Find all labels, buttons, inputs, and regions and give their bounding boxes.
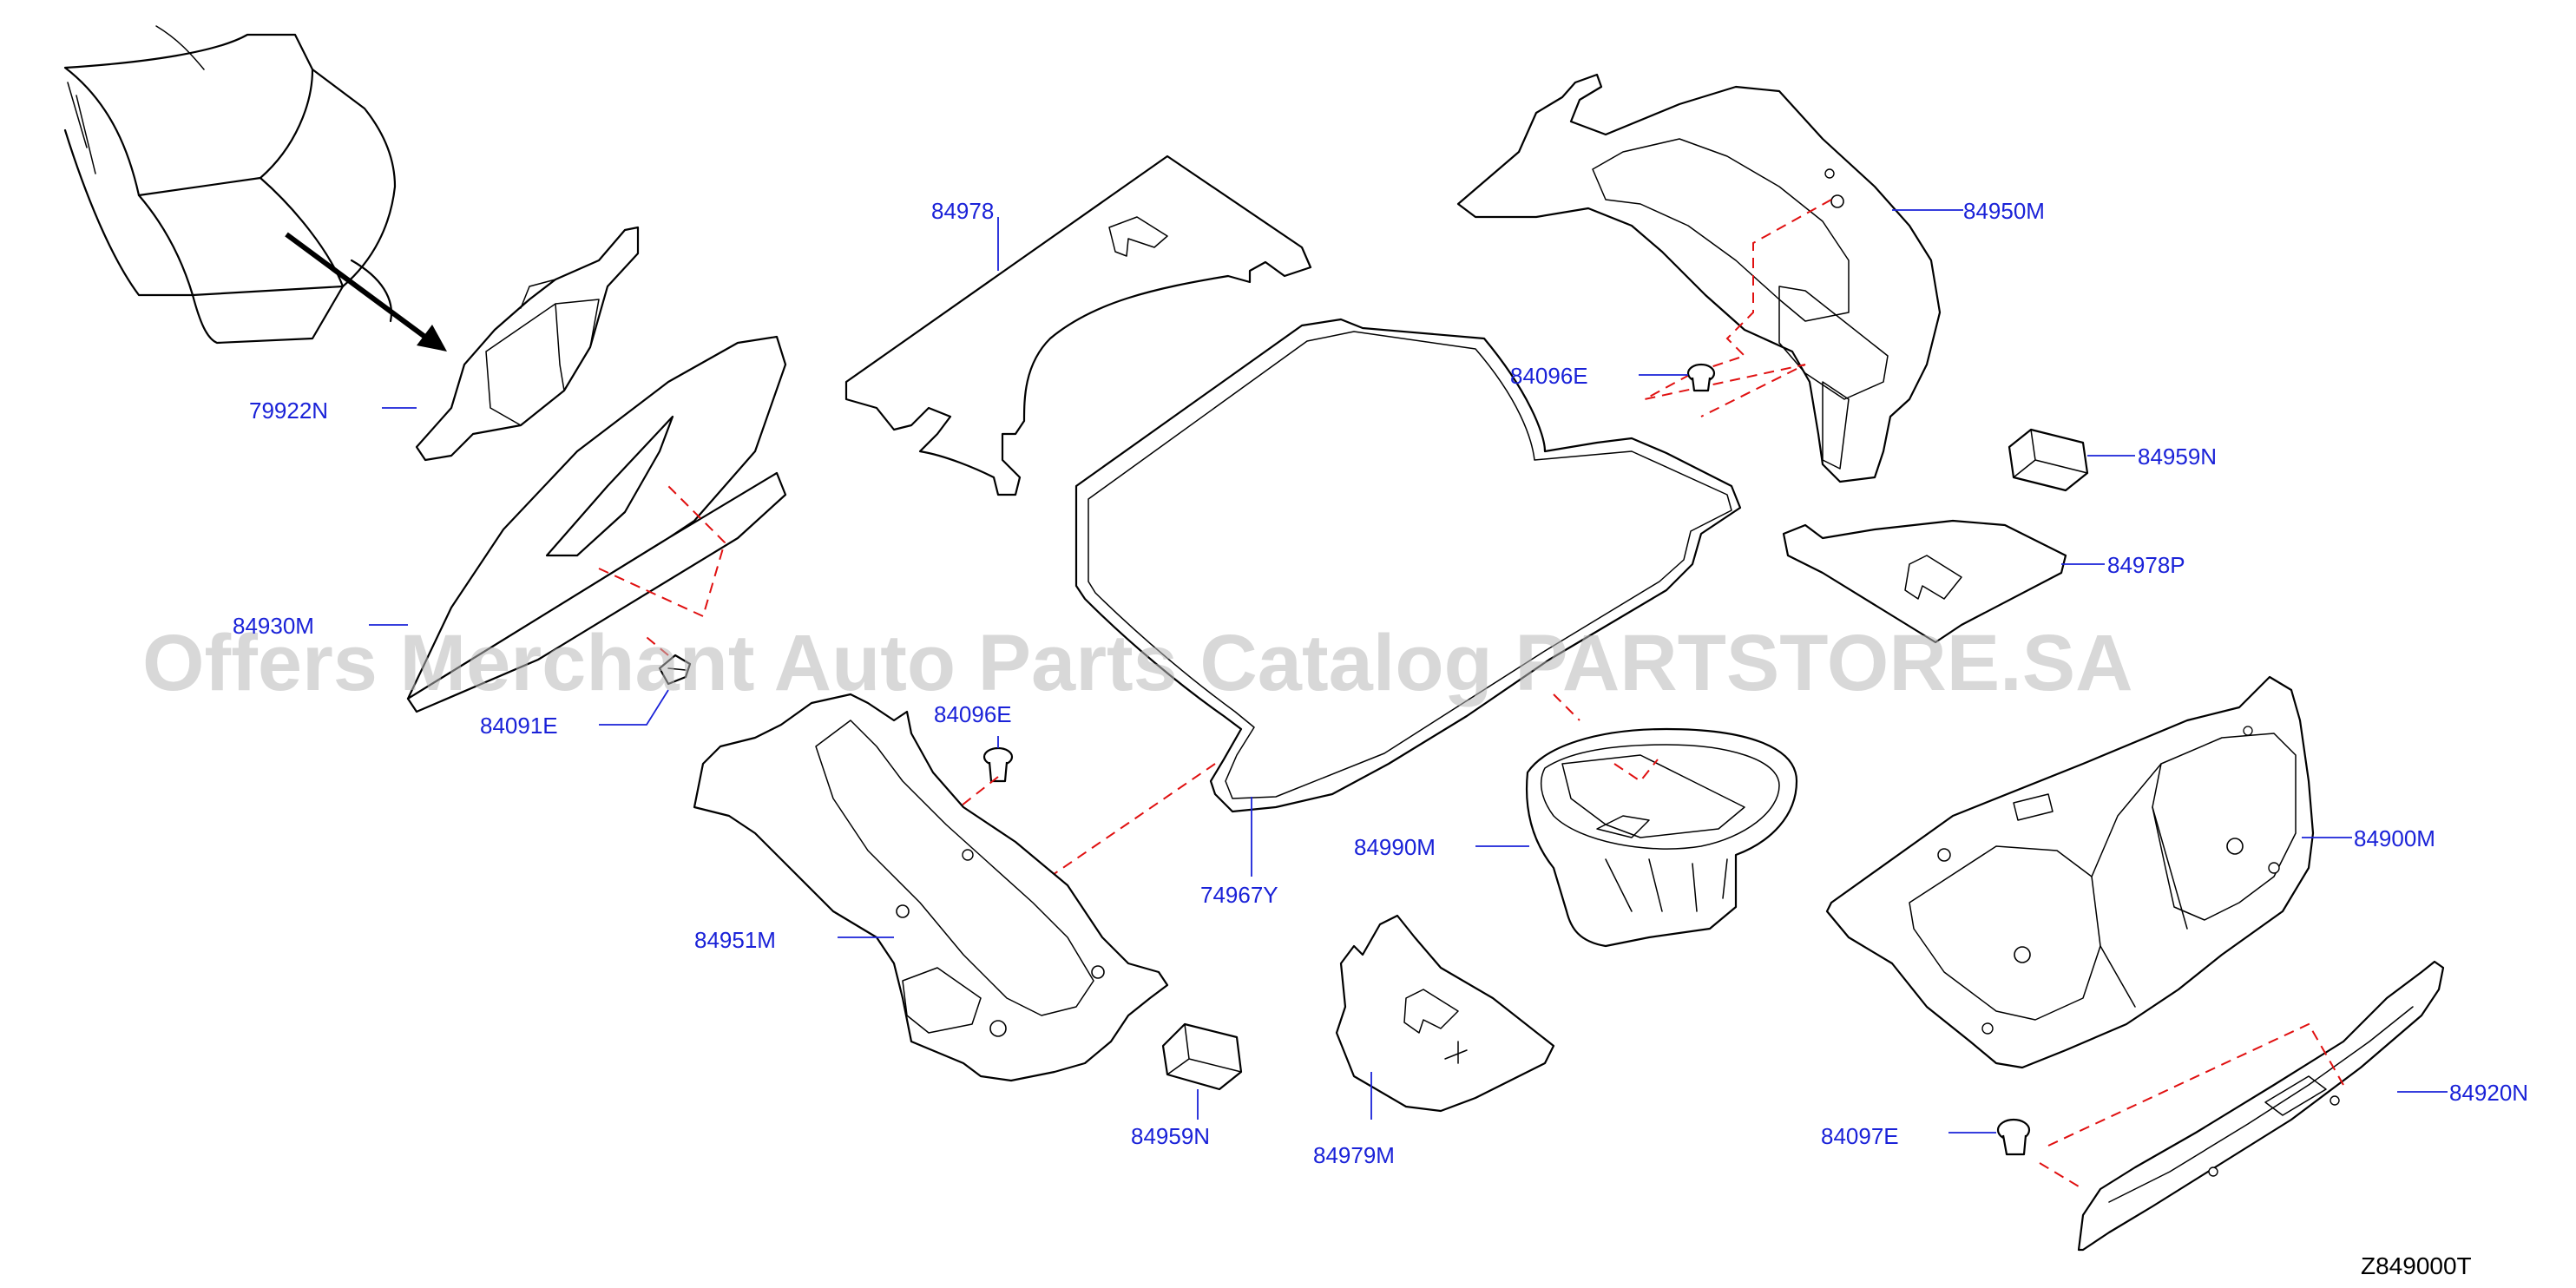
part-label-79922N[interactable]: 79922N [249,398,328,424]
part-label-84978P[interactable]: 84978P [2107,552,2185,578]
part-label-84959N-lower[interactable]: 84959N [1131,1123,1210,1149]
part-drawing-79922N[interactable] [415,226,640,462]
part-drawing-84900M[interactable] [1825,675,2315,1069]
part-drawing-84978[interactable] [844,154,1312,496]
part-label-84959N-upper[interactable]: 84959N [2138,444,2217,470]
part-drawing-74967Y[interactable] [1074,318,1742,813]
part-label-84920N[interactable]: 84920N [2449,1080,2528,1106]
part-labels: 79922N 84978 84950M 84096E 84959N 84978P… [233,198,2528,1168]
part-label-84990M[interactable]: 84990M [1354,834,1436,860]
part-drawing-84950M[interactable] [1456,73,1942,483]
part-drawing-84091E[interactable] [658,654,692,686]
drawing-code: Z849000T [2361,1252,2472,1279]
vehicle-locator-illustration [63,25,397,345]
part-label-84978[interactable]: 84978 [931,198,994,224]
part-label-84097E[interactable]: 84097E [1821,1123,1899,1149]
part-label-84096E-upper[interactable]: 84096E [1510,363,1588,389]
part-label-84930M[interactable]: 84930M [233,613,314,639]
part-drawing-84920N[interactable] [2077,960,2445,1252]
part-drawing-84096E-lower[interactable] [982,746,1014,783]
part-label-84091E[interactable]: 84091E [480,713,558,739]
part-drawing-84959N-lower[interactable] [1161,1022,1243,1091]
part-drawing-84979M[interactable] [1335,914,1555,1113]
part-drawing-84097E[interactable] [1996,1118,2031,1156]
part-label-84900M[interactable]: 84900M [2354,825,2435,851]
part-label-84950M[interactable]: 84950M [1963,198,2045,224]
part-label-84096E-lower[interactable]: 84096E [934,701,1012,727]
part-drawing-84930M[interactable] [406,335,787,713]
part-drawing-84959N-upper[interactable] [2008,428,2089,492]
locator-arrow [285,232,447,352]
part-drawing-84096E-upper[interactable] [1686,363,1716,392]
part-label-74967Y[interactable]: 74967Y [1200,882,1278,908]
watermark-text: Offers Merchant Auto Parts Catalog PARTS… [142,619,2133,707]
part-label-84979M[interactable]: 84979M [1313,1142,1395,1168]
part-drawing-84951M[interactable] [693,693,1169,1082]
leader-lines [369,209,2448,1134]
part-label-84951M[interactable]: 84951M [694,927,776,953]
part-drawing-84990M[interactable] [1526,727,1798,948]
